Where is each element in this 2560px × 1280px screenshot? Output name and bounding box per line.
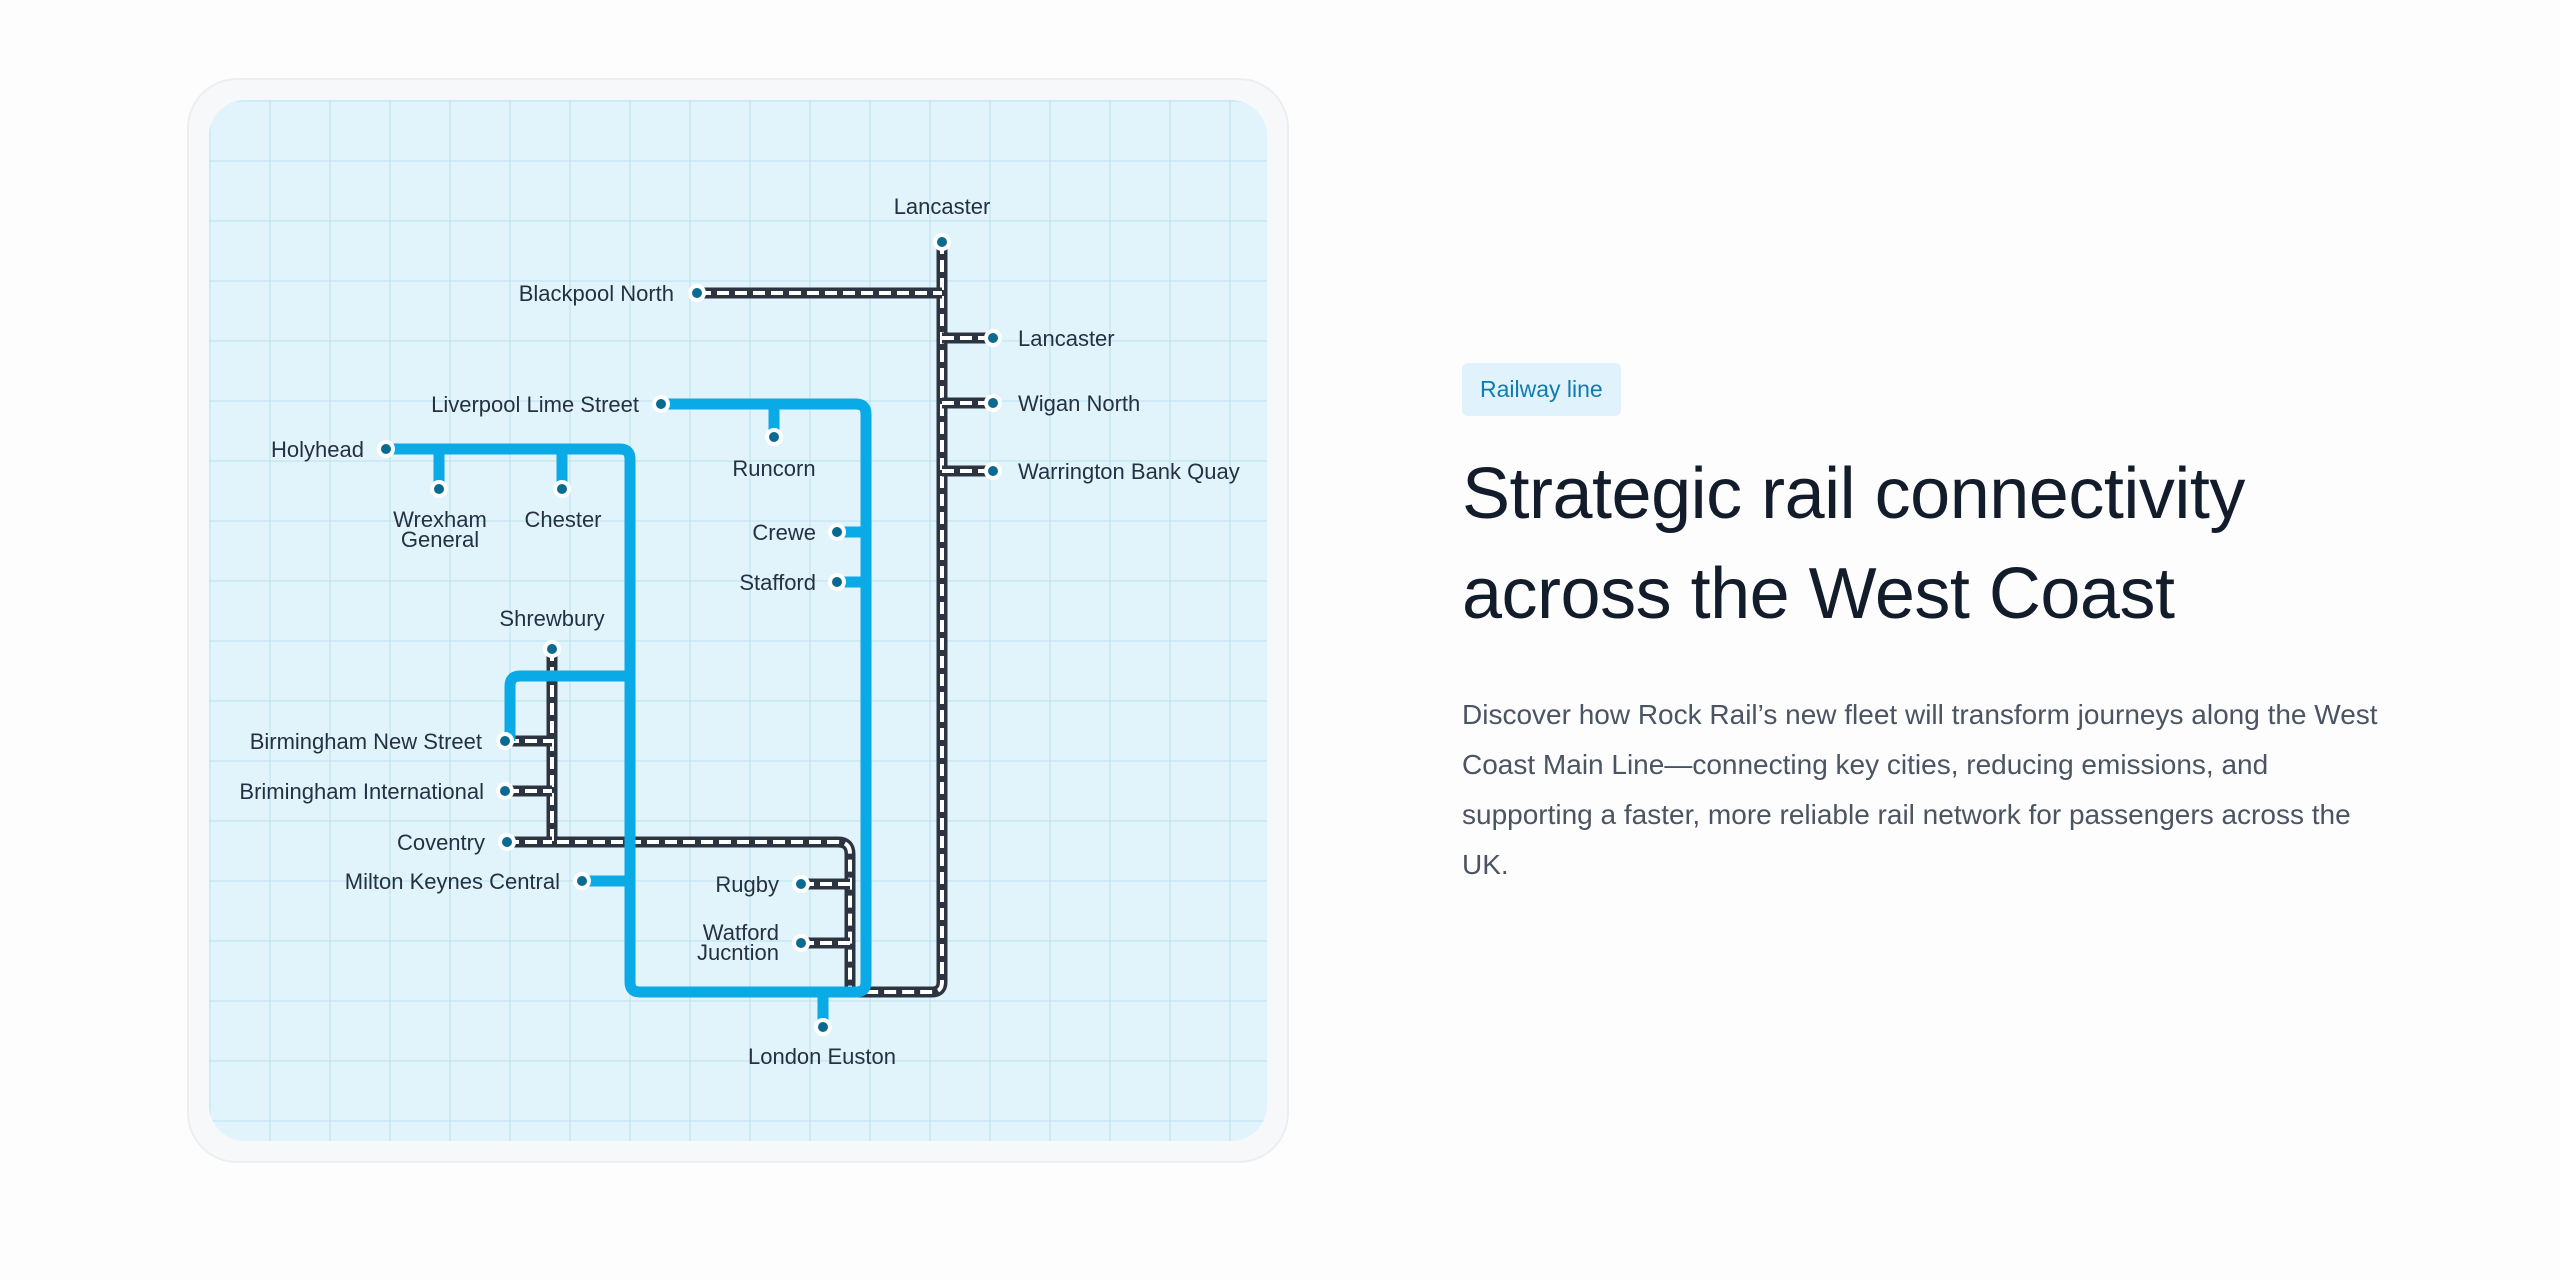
line-liverpool-london [388,398,872,998]
avanti-line [388,398,872,1022]
station-dot-watford [792,934,810,952]
station-label-watford-line2: Jucntion [697,940,779,965]
station-labels: Lancaster Blackpool North Lancaster Wiga… [239,194,1239,1069]
station-label-london-euston: London Euston [748,1044,896,1069]
station-label-holyhead: Holyhead [271,437,364,462]
track-main-line [858,242,948,998]
station-dot-runcorn [765,428,783,446]
station-label-birmingham-new-street: Birmingham New Street [250,729,482,754]
track-birmingham-loop [546,649,856,992]
station-label-warrington: Warrington Bank Quay [1018,459,1240,484]
station-dot-warrington [984,462,1002,480]
station-dot-milton-keynes [573,872,591,890]
route-map-svg: Lancaster Blackpool North Lancaster Wiga… [239,194,1239,1069]
station-dot-crewe [828,523,846,541]
station-label-shrewbury: Shrewbury [499,606,604,631]
station-dot-blackpool-north [688,284,706,302]
station-dot-liverpool [652,395,670,413]
station-label-rugby: Rugby [715,872,779,897]
station-label-watford-line1: Watford [703,920,779,945]
station-dot-london-euston [814,1018,832,1036]
description-paragraph: Discover how Rock Rail’s new fleet will … [1462,699,2378,880]
station-dot-birmingham-international [496,782,514,800]
station-label-wrexham-line2: General [401,527,479,552]
station-dot-birmingham-new-street [496,732,514,750]
title-line-2: across the West Coast [1462,554,2175,634]
station-label-runcorn: Runcorn [732,456,815,481]
page-title: Strategic rail connectivity across the W… [1462,444,2402,644]
station-label-liverpool: Liverpool Lime Street [431,392,639,417]
station-dot-shrewbury [543,640,561,658]
station-label-crewe: Crewe [752,520,816,545]
station-dot-lancaster-top [933,233,951,251]
station-label-wrexham-line1: Wrexham [393,507,487,532]
station-dot-holyhead [377,440,395,458]
station-label-lancaster-top: Lancaster [894,194,991,219]
station-label-wigan-north: Wigan North [1018,391,1140,416]
title-line-1: Strategic rail connectivity [1462,454,2245,534]
content-column: Railway line Strategic rail connectivity… [1462,363,2402,890]
station-label-blackpool-north: Blackpool North [519,281,674,306]
category-badge: Railway line [1462,363,1621,416]
station-label-milton-keynes: Milton Keynes Central [345,869,560,894]
station-label-birmingham-international: Brimingham International [239,779,484,804]
station-dot-wigan-north [984,394,1002,412]
route-map-card: Lancaster Blackpool North Lancaster Wiga… [187,78,1289,1163]
station-dot-rugby [792,875,810,893]
station-label-stafford: Stafford [739,570,816,595]
station-dot-lancaster [984,329,1002,347]
station-dots [377,233,1002,1036]
station-dot-coventry [498,833,516,851]
station-label-lancaster: Lancaster [1018,326,1115,351]
station-dot-wrexham [430,480,448,498]
station-dot-stafford [828,573,846,591]
station-dot-chester [553,480,571,498]
station-label-coventry: Coventry [397,830,485,855]
station-label-chester: Chester [524,507,601,532]
route-map: Lancaster Blackpool North Lancaster Wiga… [209,100,1267,1141]
line-shrewbury-branch [504,670,630,741]
